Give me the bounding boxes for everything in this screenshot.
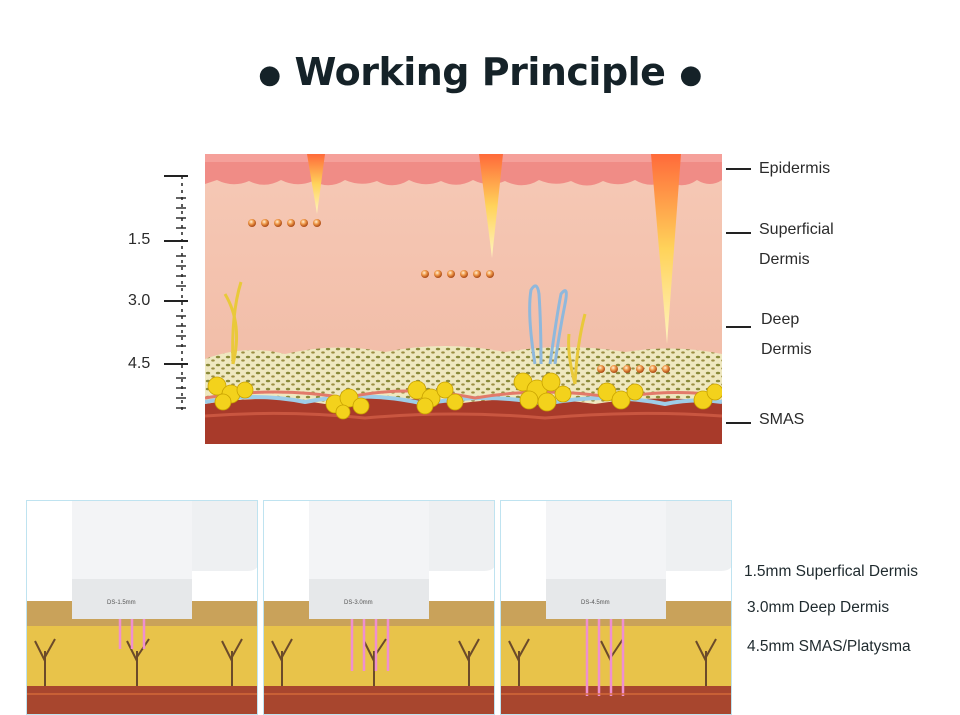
leader-smas: [726, 422, 751, 424]
label-superficial-line2: Dermis: [759, 251, 810, 268]
cartridge-panel-4-5mm: DS-4.5mm: [500, 500, 732, 715]
focal-points-4-5mm: [597, 365, 670, 373]
scale-label-3-0: 3.0: [128, 292, 151, 309]
cartridge-label: DS-1.5mm: [107, 600, 136, 606]
cartridge-illustration: [264, 501, 494, 714]
cartridge-panel-3-0mm: DS-3.0mm: [263, 500, 495, 715]
leader-deep-dermis: [726, 326, 751, 328]
leader-superficial-dermis: [726, 232, 751, 234]
fat-cells: [207, 372, 722, 420]
label-epidermis: Epidermis: [759, 160, 831, 177]
blood-vessels: [528, 284, 568, 365]
muscle-layer-smas: [205, 398, 722, 444]
label-deep-line1: Deep: [761, 311, 800, 328]
nerve-fibers: [223, 281, 587, 385]
title-bullet-left: ●: [258, 59, 281, 90]
title-bullet-right: ●: [679, 59, 702, 90]
cartridge-label: DS-3.0mm: [344, 600, 373, 606]
depth-4-5mm: 4.5mm SMAS/Platysma: [747, 638, 911, 655]
depth-3-0mm: 3.0mm Deep Dermis: [747, 599, 890, 616]
hifu-beam-3-0mm: [479, 154, 503, 258]
cartridge-label: DS-4.5mm: [581, 600, 610, 606]
skin-cross-section: [205, 154, 722, 444]
label-smas: SMAS: [759, 411, 805, 428]
title-text: Working Principle: [294, 50, 666, 94]
label-deep-line2: Dermis: [761, 341, 812, 358]
depth-1-5mm: 1.5mm Superfical Dermis: [744, 563, 918, 580]
hifu-beam-1-5mm: [307, 154, 325, 214]
cartridge-illustration: [501, 501, 731, 714]
depth-ruler: [164, 175, 188, 414]
label-superficial-dermis: Superficial Dermis: [759, 215, 834, 275]
label-deep-dermis: Deep Dermis: [761, 305, 812, 365]
hifu-beam-4-5mm: [651, 154, 681, 344]
scale-label-4-5: 4.5: [128, 355, 151, 372]
focal-points-3-0mm: [421, 270, 494, 278]
focal-points-1-5mm: [248, 219, 321, 227]
cartridge-illustration: [27, 501, 257, 714]
label-superficial-line1: Superficial: [759, 221, 834, 238]
scale-label-1-5: 1.5: [128, 231, 151, 248]
leader-epidermis: [726, 168, 751, 170]
cartridge-panel-1-5mm: DS-1.5mm: [26, 500, 258, 715]
page-title: ● Working Principle ●: [0, 50, 960, 94]
